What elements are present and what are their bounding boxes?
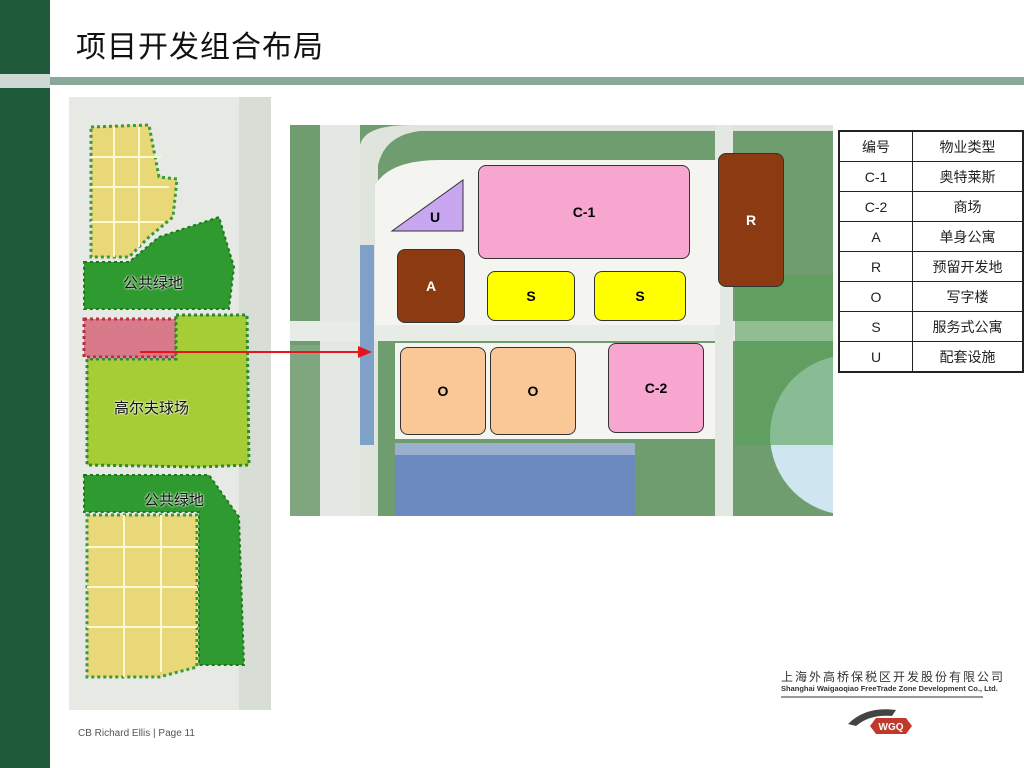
legend-row: A 单身公寓 <box>838 221 1024 252</box>
company-name-en: Shanghai Waigaoqiao FreeTrade Zone Devel… <box>781 684 998 693</box>
site-overview-drawing <box>69 97 271 710</box>
legend-type: 单身公寓 <box>912 221 1024 252</box>
company-logo-icon: WGQ <box>848 709 912 734</box>
legend-header-row: 编号 物业类型 <box>838 130 1024 162</box>
company-name-cn: 上海外高桥保税区开发股份有限公司 <box>781 670 1006 684</box>
legend-row: O 写字楼 <box>838 281 1024 312</box>
side-bar <box>0 0 50 768</box>
legend-type: 商场 <box>912 191 1024 222</box>
legend-header-code: 编号 <box>838 130 913 162</box>
legend-type: 配套设施 <box>912 341 1024 373</box>
lot-r: R <box>718 153 784 287</box>
lot-s-1: S <box>487 271 575 321</box>
title-rule-left <box>0 74 50 88</box>
site-overview-map: 公共绿地 高尔夫球场 公共绿地 <box>69 97 271 710</box>
legend-row: C-2 商场 <box>838 191 1024 222</box>
legend-header-type: 物业类型 <box>912 130 1024 162</box>
slide-footer: CB Richard Ellis | Page 11 <box>78 728 195 739</box>
legend-code: U <box>838 341 913 373</box>
legend-code: S <box>838 311 913 342</box>
lot-o-1: O <box>400 347 486 435</box>
lot-s-2: S <box>594 271 686 321</box>
legend-row: S 服务式公寓 <box>838 311 1024 342</box>
title-rule <box>50 77 1024 85</box>
lot-u-shape <box>390 179 464 232</box>
lot-c2: C-2 <box>608 343 704 433</box>
legend-code: A <box>838 221 913 252</box>
lot-u-label: U <box>429 209 441 225</box>
zone-label-green-bottom: 公共绿地 <box>144 491 205 509</box>
legend-code: C-1 <box>838 161 913 192</box>
company-rule <box>781 696 983 698</box>
legend-type: 预留开发地 <box>912 251 1024 282</box>
legend-type: 服务式公寓 <box>912 311 1024 342</box>
lot-o-2: O <box>490 347 576 435</box>
site-plan: U C-1 R A S S O O C-2 <box>290 125 833 516</box>
legend-type: 奥特莱斯 <box>912 161 1024 192</box>
legend-type: 写字楼 <box>912 281 1024 312</box>
lot-c1: C-1 <box>478 165 690 259</box>
property-type-legend: 编号 物业类型 C-1 奥特莱斯 C-2 商场 A 单身公寓 R 预留开发地 O… <box>838 130 1024 373</box>
legend-code: O <box>838 281 913 312</box>
legend-row: U 配套设施 <box>838 341 1024 373</box>
legend-code: R <box>838 251 913 282</box>
legend-code: C-2 <box>838 191 913 222</box>
legend-row: C-1 奥特莱斯 <box>838 161 1024 192</box>
legend-row: R 预留开发地 <box>838 251 1024 282</box>
company-logo-text: WGQ <box>879 722 904 733</box>
lot-a: A <box>397 249 465 323</box>
zone-label-golf: 高尔夫球场 <box>114 399 190 417</box>
zone-label-green-top: 公共绿地 <box>123 274 184 292</box>
slide-title: 项目开发组合布局 <box>76 30 324 65</box>
